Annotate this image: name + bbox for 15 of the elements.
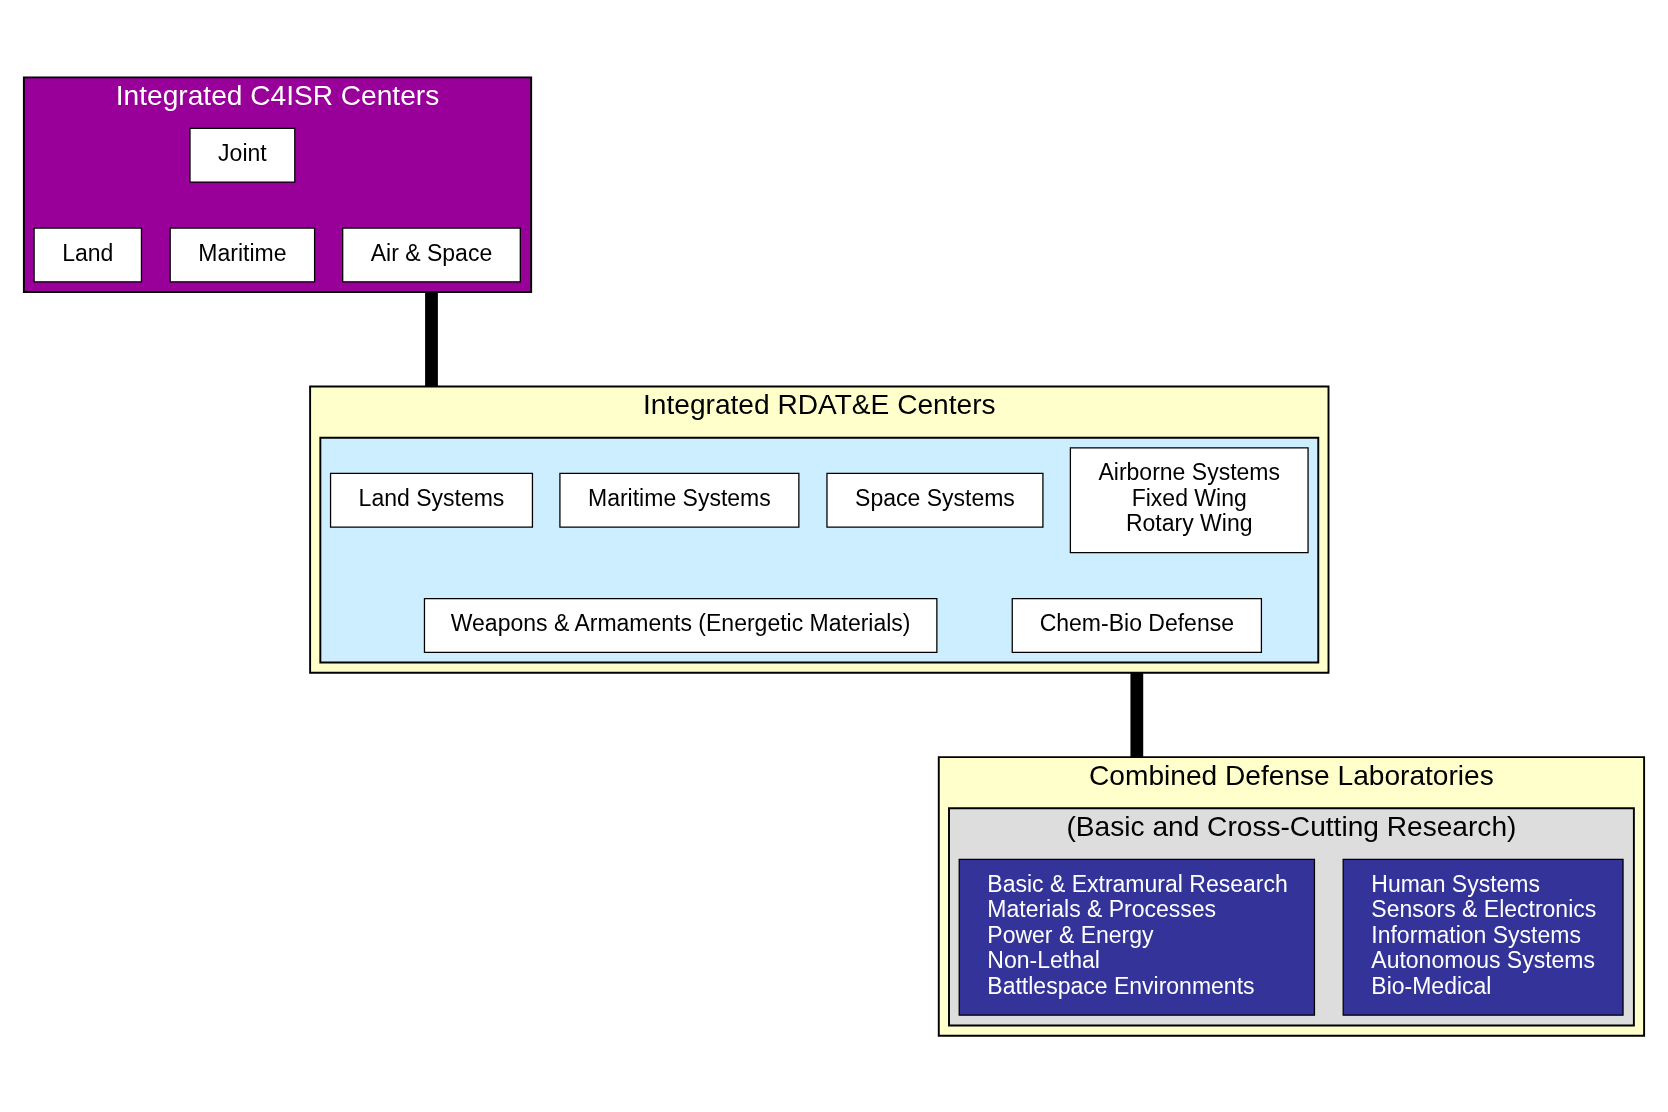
node-box: Space Systems <box>826 472 1044 528</box>
node-box: Maritime Systems <box>559 472 800 528</box>
node-box: Air & Space <box>342 226 521 282</box>
node-box: Maritime <box>169 226 316 282</box>
node-box: Land Systems <box>329 472 534 528</box>
node-box: Weapons & Armaments (Energetic Materials) <box>423 597 938 653</box>
node-box: Basic & Extramural Research Materials & Processes Power & Energy Non-Lethal Battlespace Environments <box>958 858 1316 1016</box>
connector <box>1130 672 1144 757</box>
node-box: Land <box>33 226 143 282</box>
cluster <box>319 436 1320 663</box>
connector <box>425 291 438 387</box>
node-box: Airborne Systems Fixed Wing Rotary Wing <box>1069 446 1309 553</box>
node-box: Human Systems Sensors & Electronics Information Systems Autonomous Systems Bio-Medical <box>1342 858 1624 1016</box>
node-box: Joint <box>189 127 296 183</box>
node-box: Chem-Bio Defense <box>1011 597 1263 653</box>
